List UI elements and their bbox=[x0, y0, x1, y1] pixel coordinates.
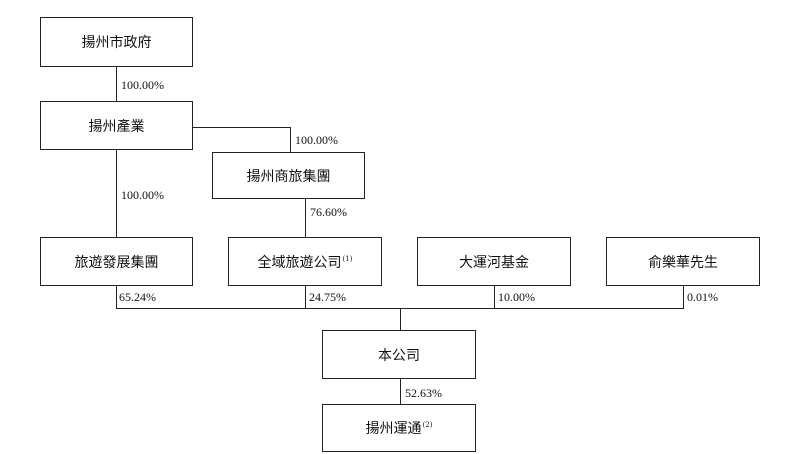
line-bus-company bbox=[400, 308, 401, 330]
pct-tourismdev-company: 65.24% bbox=[119, 290, 156, 304]
pct-gov-industry: 100.00% bbox=[121, 78, 164, 92]
entity-grand-canal-fund: 大運河基金 bbox=[417, 237, 571, 286]
pct-industry-commerce: 100.00% bbox=[295, 133, 338, 147]
entity-label: 揚州商旅集團 bbox=[246, 168, 331, 185]
line-industry-commerce-v bbox=[290, 127, 291, 152]
line-tourismdev-down bbox=[116, 286, 117, 308]
entity-company: 本公司 bbox=[322, 330, 476, 379]
entity-yangzhou-gov: 揚州市政府 bbox=[40, 17, 193, 67]
entity-yangzhou-commerce-tourism: 揚州商旅集團 bbox=[212, 152, 365, 199]
entity-label: 大運河基金 bbox=[459, 254, 529, 271]
pct-industry-tourismdev: 100.00% bbox=[121, 188, 164, 202]
pct-allregion-company: 24.75% bbox=[309, 290, 346, 304]
entity-mr-yu: 俞樂華先生 bbox=[606, 237, 760, 286]
line-commerce-allregion bbox=[305, 199, 306, 237]
pct-yu-company: 0.01% bbox=[687, 290, 718, 304]
footnote-marker: (2) bbox=[422, 421, 433, 429]
pct-commerce-allregion: 76.60% bbox=[310, 205, 347, 219]
entity-yangzhou-industry: 揚州產業 bbox=[40, 101, 193, 150]
line-industry-commerce-h bbox=[192, 127, 290, 128]
entity-label: 旅遊發展集團 bbox=[74, 254, 159, 271]
line-company-transport bbox=[400, 379, 401, 404]
footnote-marker: (1) bbox=[342, 254, 353, 263]
entity-label: 全域旅遊公司 bbox=[257, 254, 342, 271]
entity-label: 揚州市政府 bbox=[81, 35, 152, 51]
entity-label: 本公司 bbox=[378, 347, 420, 364]
line-gov-industry bbox=[116, 67, 117, 101]
line-industry-tourismdev bbox=[116, 150, 117, 237]
entity-allregion-tourism: 全域旅遊公司(1) bbox=[228, 237, 382, 286]
pct-fund-company: 10.00% bbox=[498, 290, 535, 304]
entity-label: 揚州運通 bbox=[365, 421, 422, 437]
line-yu-down bbox=[683, 286, 684, 308]
entity-label: 揚州產業 bbox=[88, 118, 145, 135]
entity-yangzhou-transport: 揚州運通(2) bbox=[322, 404, 476, 452]
line-fund-down bbox=[494, 286, 495, 308]
pct-company-transport: 52.63% bbox=[405, 386, 442, 400]
entity-tourism-development: 旅遊發展集團 bbox=[40, 237, 193, 286]
entity-label: 俞樂華先生 bbox=[648, 254, 718, 271]
line-allregion-down bbox=[305, 286, 306, 308]
